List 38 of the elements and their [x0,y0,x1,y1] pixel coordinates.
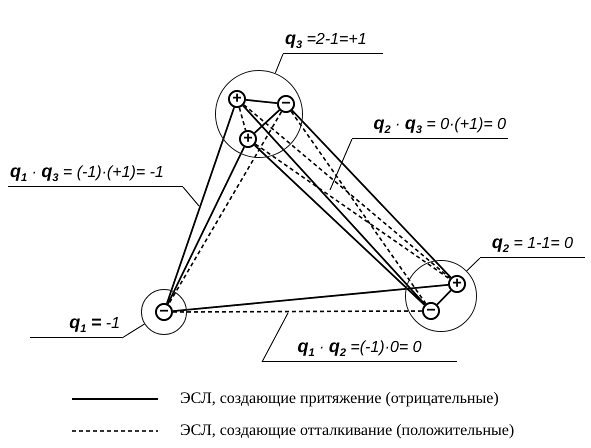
charge-sign: − [277,95,295,113]
charge-formula: q$_{1}$ · q$_{2}$ =(-1)·0= 0 [262,338,457,362]
dashed-interaction-line [238,107,246,131]
legend-text: ЭСЛ, создающие отталкивание (положительные) [180,422,514,440]
interaction-line [166,107,235,304]
dashed-interaction-line [254,143,450,280]
interaction-line [167,146,245,304]
charge-sign: − [155,303,173,321]
dashed-interaction-line [243,104,451,279]
charge-formula: q$_{3}$ =2-1=+1 [283,30,383,54]
legend-text: ЭСЛ, создающие притяжение (отрицательные) [180,390,499,408]
charge-sign: + [448,275,466,293]
leader-line [262,312,288,362]
atom-circle [141,289,187,335]
leader-line [182,186,200,206]
charge-formula: q$_{2}$ = 1-1= 0 [480,234,585,258]
dashed-interaction-line [290,110,426,304]
atom-circle [405,260,477,332]
charge-sign: + [228,90,246,108]
interaction-line [254,144,426,306]
charge-sign: − [422,302,440,320]
leader-line [330,138,352,190]
interaction-line [436,290,452,306]
leader-line [122,324,145,338]
charge-formula: q$_{1}$ = -1 [30,314,122,338]
charge-sign: + [239,130,257,148]
charge-formula: q$_{1}$ · q$_{3}$ = (-1)·(+1)= -1 [8,162,183,187]
dashed-interaction-line [168,111,282,305]
interaction-line [172,284,448,312]
leader-line [274,54,284,74]
leader-line [466,258,480,272]
interaction-line [254,109,280,134]
atom-circle [215,70,303,158]
interaction-line [292,110,452,278]
dashed-interaction-line [173,310,422,313]
charge-formula: q$_{2}$ · q$_{3}$ = 0·(+1)= 0 [352,114,508,139]
interaction-line [242,105,426,305]
interaction-line [246,99,278,104]
